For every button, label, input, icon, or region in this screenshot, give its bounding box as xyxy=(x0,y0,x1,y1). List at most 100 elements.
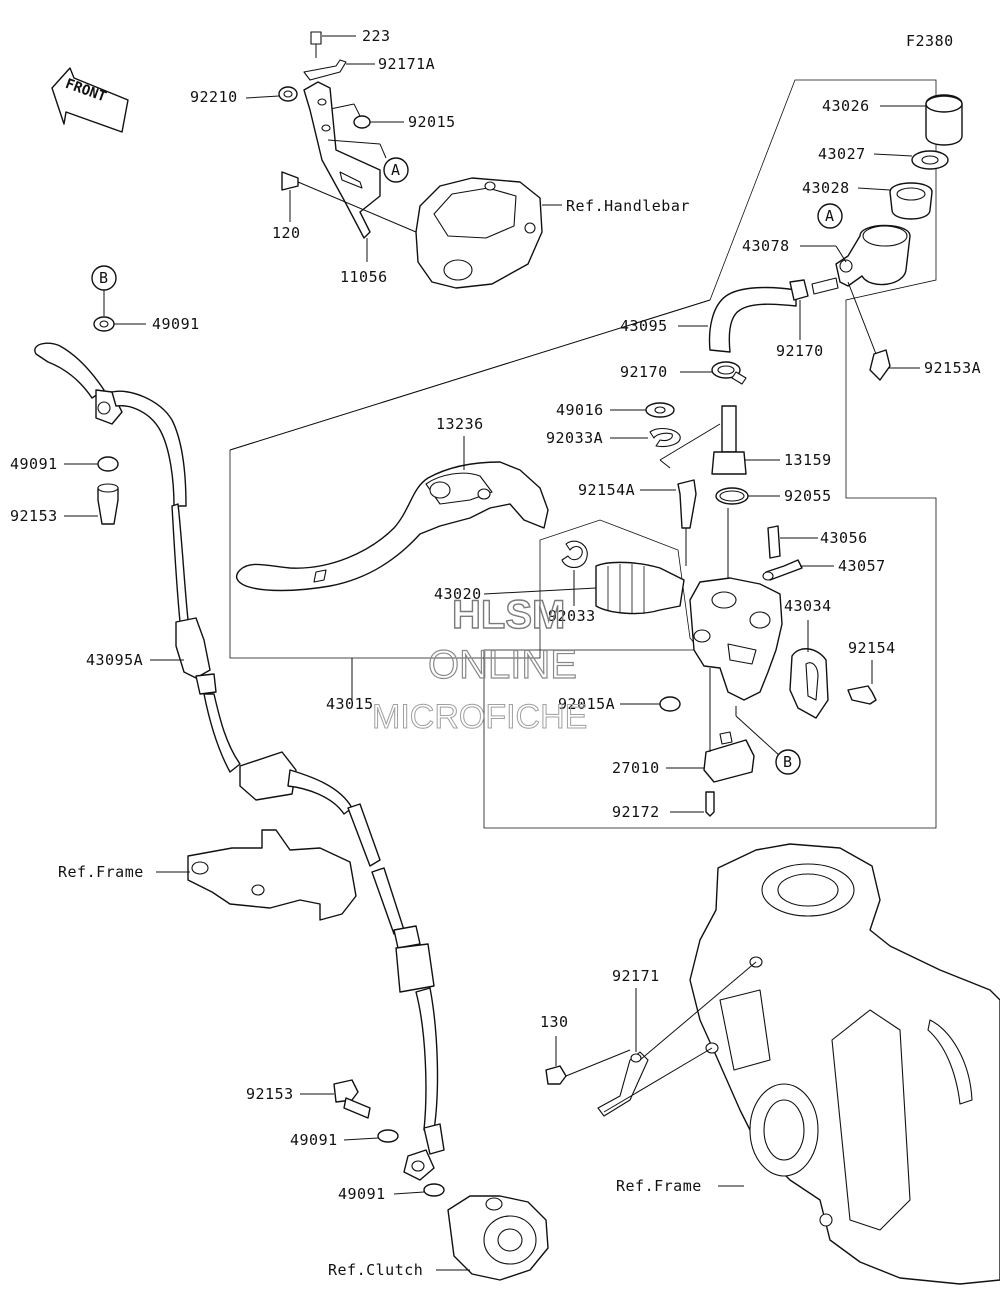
label-13159: 13159 xyxy=(784,451,832,469)
hose-43095A xyxy=(34,342,445,1155)
label-92170-upper: 92170 xyxy=(776,342,824,360)
label-ref-clutch: Ref.Clutch xyxy=(328,1261,423,1279)
washer-49091-lower2 xyxy=(393,1183,445,1197)
svg-text:A: A xyxy=(825,207,835,225)
bolt-223 xyxy=(310,31,356,58)
diaphragm-plate-43027 xyxy=(873,150,949,170)
frame-main xyxy=(689,843,1000,1285)
bolt-92153-upper xyxy=(64,483,119,525)
label-92153-upper: 92153 xyxy=(10,507,58,525)
label-49091-mid: 49091 xyxy=(10,455,58,473)
switch-27010 xyxy=(666,668,755,783)
master-cylinder-body-43015 xyxy=(351,577,783,701)
master-cylinder-group-outline xyxy=(229,79,937,829)
watermark: HLSM ONLINE MICROFICHE xyxy=(372,592,588,736)
clamp-92170-upper xyxy=(789,279,809,340)
label-92015A: 92015A xyxy=(558,695,615,713)
switch-housing xyxy=(415,177,562,289)
clamp-92171-lower xyxy=(597,961,757,1117)
screw-120 xyxy=(281,171,417,233)
reservoir-43078 xyxy=(800,224,911,295)
seal-49016 xyxy=(610,402,675,418)
figure-code: F2380 xyxy=(906,32,954,50)
label-43028: 43028 xyxy=(802,179,850,197)
svg-text:HLSM: HLSM xyxy=(452,593,565,637)
bolt-92154 xyxy=(847,660,877,705)
piston-43020 xyxy=(483,561,685,615)
banjo-fitting xyxy=(403,1149,435,1181)
hose-43095 xyxy=(678,286,797,353)
label-43057: 43057 xyxy=(838,557,886,575)
label-43015: 43015 xyxy=(326,695,374,713)
clamp-holder-43034 xyxy=(789,620,829,719)
washer-49091-upper xyxy=(93,290,146,332)
clamp-92170-lower xyxy=(680,361,747,385)
label-92171: 92171 xyxy=(612,967,660,985)
bolt-92154A xyxy=(640,479,697,566)
label-43095A: 43095A xyxy=(86,651,143,669)
callout-a-reservoir: A xyxy=(817,203,843,229)
bolt-92153-lower xyxy=(300,1079,371,1119)
label-ref-handlebar: Ref.Handlebar xyxy=(566,197,690,215)
label-49091-upper: 49091 xyxy=(152,315,200,333)
label-92153A: 92153A xyxy=(924,359,981,377)
circlip-92033 xyxy=(561,540,588,606)
connector-13159 xyxy=(659,405,780,475)
nut-92015A xyxy=(620,696,681,712)
label-ref-frame-left: Ref.Frame xyxy=(58,863,144,881)
circlip-92033A xyxy=(610,427,681,448)
label-49091-lower2: 49091 xyxy=(338,1185,386,1203)
label-43027: 43027 xyxy=(818,145,866,163)
label-27010: 27010 xyxy=(612,759,660,777)
label-43078: 43078 xyxy=(742,237,790,255)
bleeder-cap-43057 xyxy=(762,559,834,581)
washer-92210 xyxy=(245,86,298,102)
label-130: 130 xyxy=(540,1013,569,1031)
label-92154: 92154 xyxy=(848,639,896,657)
part-labels: 223 92171A 92210 92015 120 11056 Ref.Han… xyxy=(10,27,981,1279)
label-43056: 43056 xyxy=(820,529,868,547)
label-13236: 13236 xyxy=(436,415,484,433)
callout-a-upper: A xyxy=(383,157,409,183)
svg-text:ONLINE: ONLINE xyxy=(428,643,577,687)
clutch-lever-13236 xyxy=(235,436,549,592)
label-49016: 49016 xyxy=(556,401,604,419)
label-92033A: 92033A xyxy=(546,429,603,447)
oring-92055 xyxy=(715,487,780,590)
front-arrow-icon: FRONT xyxy=(51,67,129,133)
svg-text:MICROFICHE: MICROFICHE xyxy=(372,698,587,736)
label-ref-frame-right: Ref.Frame xyxy=(616,1177,702,1195)
label-43026: 43026 xyxy=(822,97,870,115)
svg-text:B: B xyxy=(99,269,109,287)
bleeder-43056 xyxy=(767,525,818,559)
label-92172: 92172 xyxy=(612,803,660,821)
label-11056: 11056 xyxy=(340,268,388,286)
clamp-92171A xyxy=(303,59,375,81)
label-92171A: 92171A xyxy=(378,55,435,73)
reservoir-cap-43026 xyxy=(880,94,963,146)
label-92210: 92210 xyxy=(190,88,238,106)
washer-49091-lower1 xyxy=(343,1129,399,1143)
washer-49091-mid xyxy=(64,456,119,472)
screw-92172 xyxy=(670,791,715,817)
label-92033: 92033 xyxy=(548,607,596,625)
label-92170-lower: 92170 xyxy=(620,363,668,381)
callout-b-hose: B xyxy=(91,265,117,291)
label-43034: 43034 xyxy=(784,597,832,615)
diaphragm-43028 xyxy=(857,182,933,220)
label-92015: 92015 xyxy=(408,113,456,131)
bracket-11056 xyxy=(303,81,387,262)
clutch-slave xyxy=(436,1195,549,1281)
label-92154A: 92154A xyxy=(578,481,635,499)
nut-92015 xyxy=(315,103,404,129)
label-43095: 43095 xyxy=(620,317,668,335)
bolt-92153A xyxy=(847,281,920,381)
bolt-130 xyxy=(545,1036,631,1085)
label-43020: 43020 xyxy=(434,585,482,603)
label-120: 120 xyxy=(272,224,301,242)
svg-text:B: B xyxy=(783,753,793,771)
label-92055: 92055 xyxy=(784,487,832,505)
callout-b-body: B xyxy=(775,749,801,775)
label-92153-lower: 92153 xyxy=(246,1085,294,1103)
